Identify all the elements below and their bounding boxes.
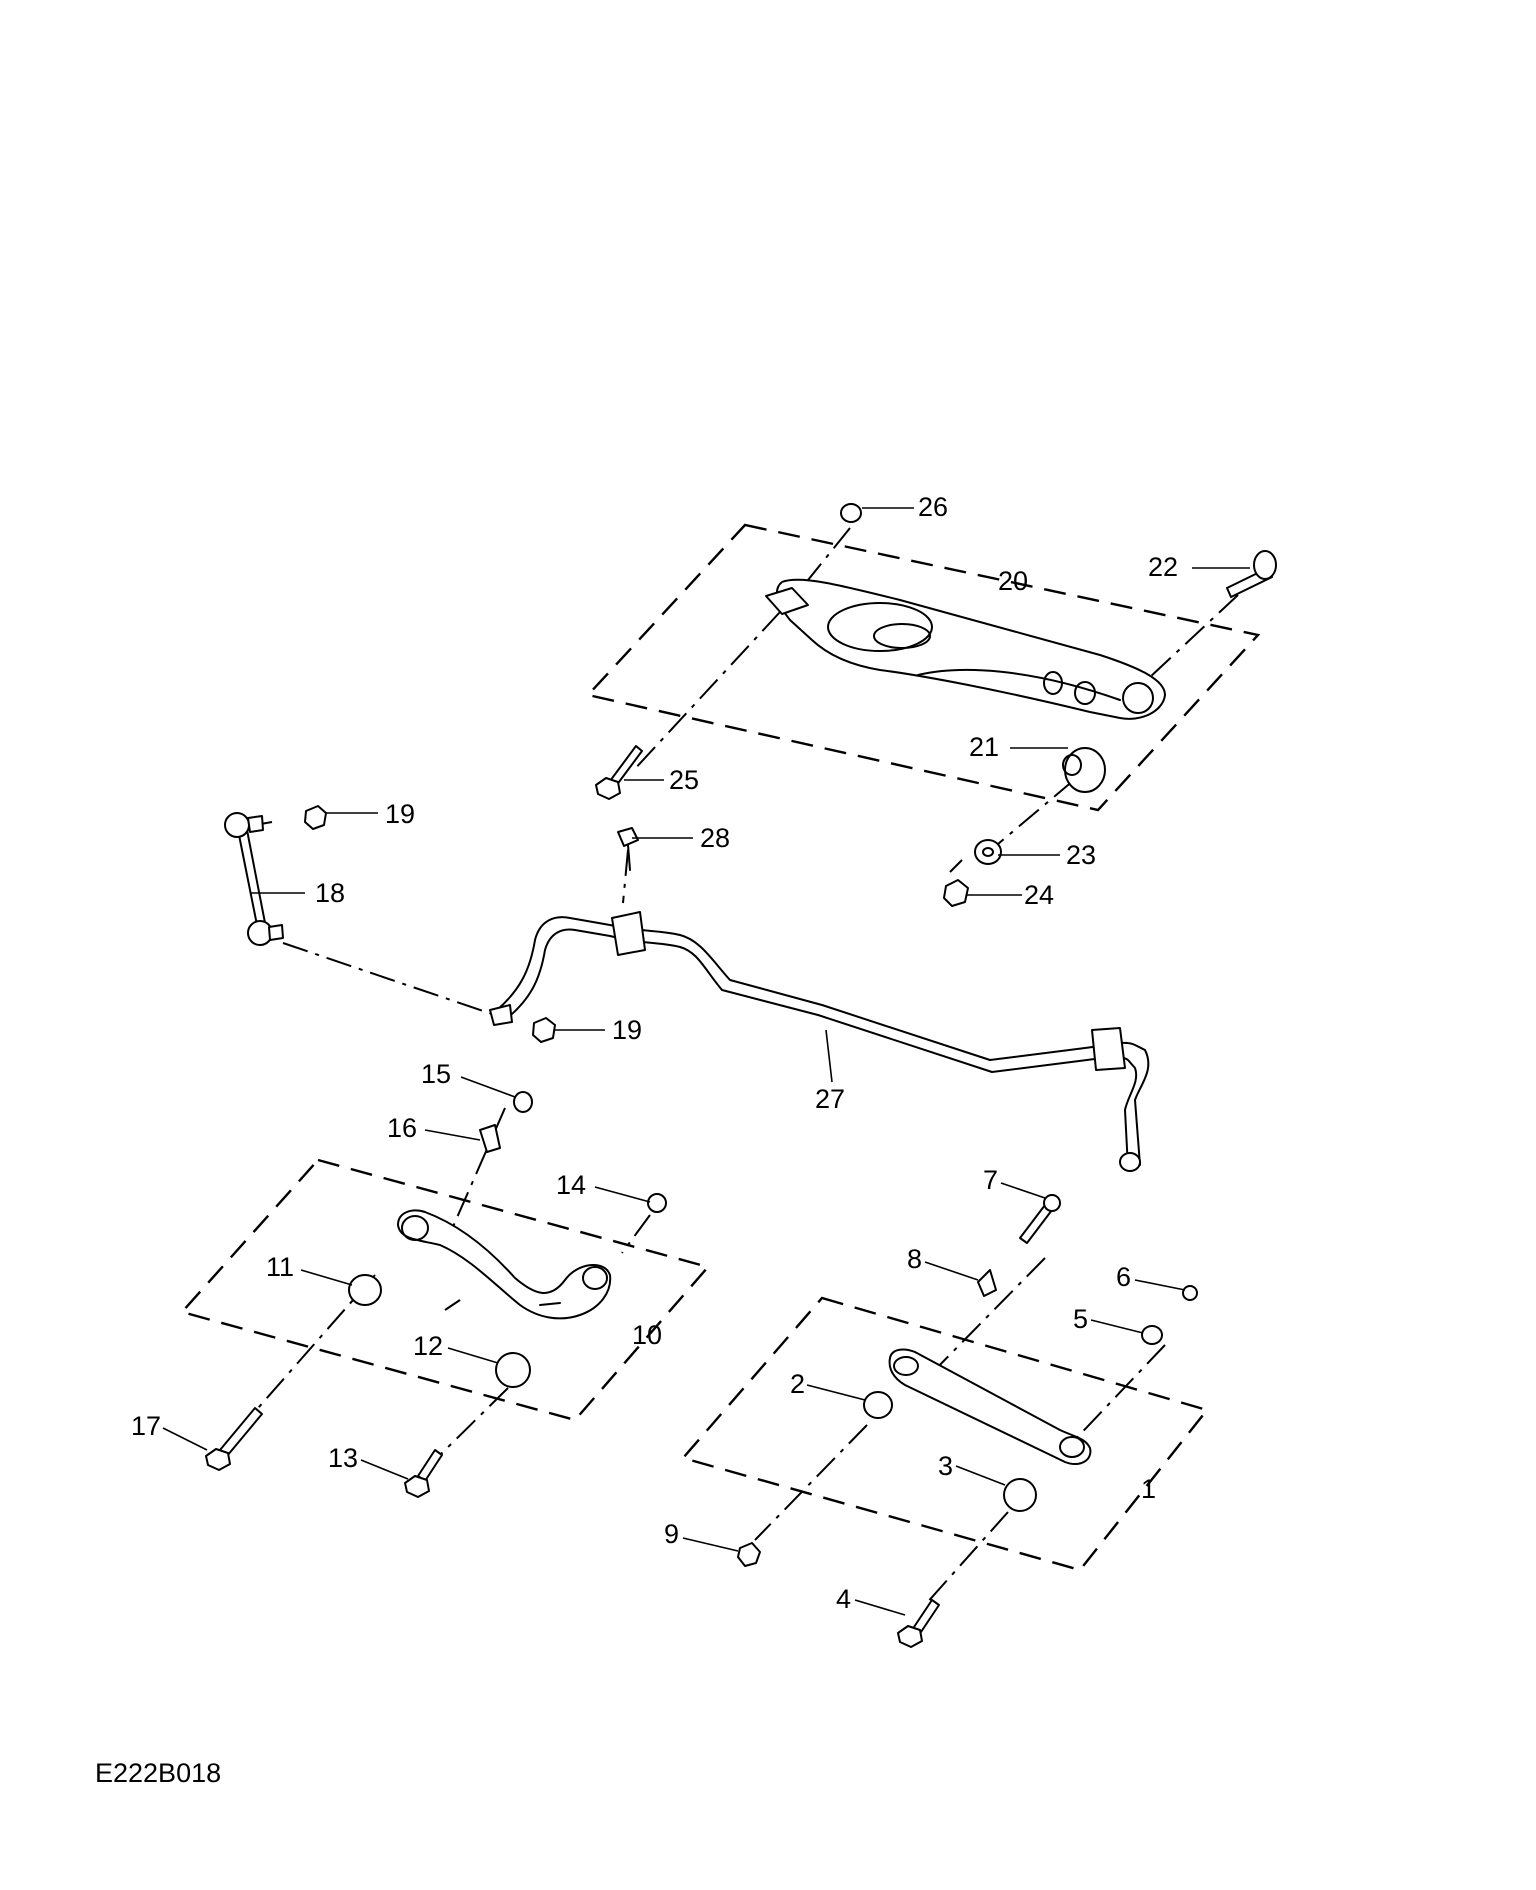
callout-label: 7 bbox=[983, 1165, 998, 1195]
diagram-reference-code: E222B018 bbox=[95, 1758, 221, 1788]
nut-part-14 bbox=[647, 1193, 667, 1213]
callout-label: 9 bbox=[664, 1519, 679, 1549]
clip-part-16 bbox=[479, 1124, 501, 1153]
callout-label: 13 bbox=[328, 1443, 358, 1473]
callout-label: 14 bbox=[556, 1170, 586, 1200]
bushing-part-11 bbox=[348, 1274, 382, 1306]
callout-label: 8 bbox=[907, 1244, 922, 1274]
group-outline-20 bbox=[585, 523, 1261, 812]
callout-label: 21 bbox=[969, 732, 999, 762]
clip-part-8 bbox=[977, 1269, 997, 1297]
callout-label: 1 bbox=[1141, 1474, 1156, 1504]
stabilizer-link-part-18 bbox=[224, 812, 284, 946]
bolt-part-7 bbox=[1019, 1194, 1061, 1244]
stabilizer-bar-part-27 bbox=[489, 911, 1150, 1172]
callout-label: 22 bbox=[1148, 552, 1178, 582]
washer-part-5 bbox=[1141, 1325, 1163, 1345]
bushing-part-2 bbox=[863, 1391, 893, 1419]
bolt-part-28 bbox=[617, 827, 639, 871]
callout-label: 17 bbox=[131, 1411, 161, 1441]
washer-part-23 bbox=[974, 839, 1002, 865]
bushing-part-12 bbox=[495, 1352, 531, 1388]
callout-leader-lines bbox=[162, 507, 1250, 1616]
nut-part-19-upper bbox=[304, 805, 327, 830]
lower-link-part-1 bbox=[888, 1348, 1092, 1466]
callout-label: 27 bbox=[815, 1084, 845, 1114]
callout-label: 28 bbox=[700, 823, 730, 853]
callout-label: 19 bbox=[385, 799, 415, 829]
bushing-part-21 bbox=[1062, 747, 1106, 793]
callout-label: 6 bbox=[1116, 1262, 1131, 1292]
lower-control-arm-part-20 bbox=[765, 578, 1166, 720]
callout-label: 4 bbox=[836, 1584, 851, 1614]
nut-part-15 bbox=[513, 1091, 533, 1113]
callout-label: 20 bbox=[998, 566, 1028, 596]
callout-label: 10 bbox=[632, 1320, 662, 1350]
nut-part-26 bbox=[840, 503, 862, 523]
nut-part-9 bbox=[737, 1542, 761, 1567]
bolt-part-25 bbox=[595, 745, 643, 800]
bolt-part-17 bbox=[205, 1407, 263, 1471]
callout-label: 2 bbox=[790, 1369, 805, 1399]
callout-label: 3 bbox=[938, 1451, 953, 1481]
bolt-part-4 bbox=[897, 1599, 940, 1648]
nut-part-6 bbox=[1182, 1285, 1198, 1301]
callout-label: 15 bbox=[421, 1059, 451, 1089]
bolt-part-13 bbox=[404, 1449, 443, 1498]
upper-control-arm-part-10 bbox=[397, 1209, 612, 1320]
callout-label: 26 bbox=[918, 492, 948, 522]
callout-label: 25 bbox=[669, 765, 699, 795]
callout-labels: 1 2 3 4 5 6 7 8 9 10 11 12 13 14 15 16 1… bbox=[131, 492, 1178, 1614]
callout-label: 5 bbox=[1073, 1304, 1088, 1334]
callout-label: 24 bbox=[1024, 880, 1054, 910]
group-outline-1 bbox=[680, 1296, 1210, 1572]
bolt-part-22 bbox=[1226, 550, 1277, 598]
nut-part-24 bbox=[943, 879, 969, 907]
callout-label: 12 bbox=[413, 1331, 443, 1361]
callout-label: 11 bbox=[266, 1252, 294, 1282]
callout-label: 19 bbox=[612, 1015, 642, 1045]
callout-label: 18 bbox=[315, 878, 345, 908]
callout-label: 16 bbox=[387, 1113, 417, 1143]
nut-part-19-lower bbox=[532, 1017, 556, 1043]
bushing-part-3 bbox=[1003, 1478, 1037, 1512]
callout-label: 23 bbox=[1066, 840, 1096, 870]
group-outline-10 bbox=[179, 1158, 711, 1422]
